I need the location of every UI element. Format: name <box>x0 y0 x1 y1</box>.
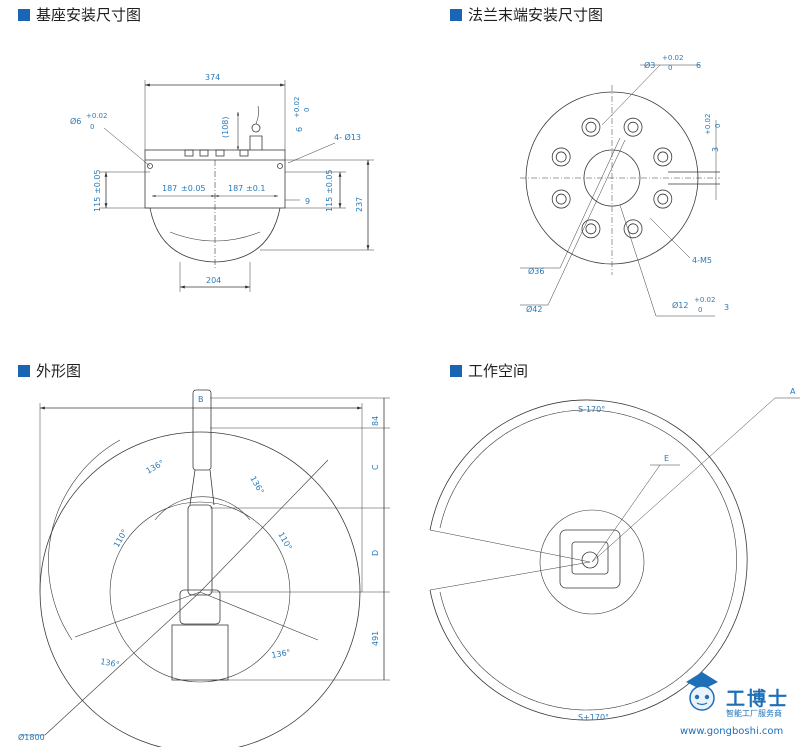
bolt-hole-inner <box>555 151 567 163</box>
dim-l115-tol: ±0.05 <box>93 169 102 194</box>
bolt-hole-inner <box>555 193 567 205</box>
bolt-hole-inner <box>627 121 639 133</box>
dim-d1800: Ø1800 <box>18 732 45 742</box>
bolt-hole-inner <box>657 151 669 163</box>
dim-491: 491 <box>371 631 380 646</box>
workspace-drawing <box>429 397 800 721</box>
dim-d12-tol-low: 0 <box>698 306 702 314</box>
flange-drawing <box>520 64 720 317</box>
dim-d3-tol-up: +0.02 <box>662 54 683 62</box>
angle-136-d: 136° <box>271 648 292 660</box>
bolt-hole <box>551 147 571 167</box>
dim-204: 204 <box>206 276 221 285</box>
bolt-hole <box>581 117 601 137</box>
outline-drawing <box>20 389 390 747</box>
angle-136-a: 136° <box>145 458 166 475</box>
bolt-hole <box>653 147 673 167</box>
dim-r115-tol: ±0.05 <box>325 169 334 194</box>
dim-b: B <box>198 395 204 404</box>
dim-a187-tol: ±0.05 <box>181 184 206 193</box>
section-header-outline: 外形图 <box>18 360 81 381</box>
section-title-flange: 法兰末端安装尺寸图 <box>468 6 604 24</box>
dim-l115: 115 <box>93 197 102 212</box>
section-header-flange: 法兰末端安装尺寸图 <box>450 4 603 25</box>
dim-a187: 187 <box>162 184 177 193</box>
dim-d6-tol-low: 0 <box>90 123 94 131</box>
header-square-icon <box>450 364 462 377</box>
dim-d42: Ø42 <box>526 304 542 314</box>
dim-d36: Ø36 <box>528 266 544 276</box>
dim-108: (108) <box>221 116 230 138</box>
section-header-base: 基座安装尺寸图 <box>18 4 141 25</box>
dim-d12-depth: 3 <box>724 303 729 312</box>
label-a: A <box>790 387 796 396</box>
bolt-hole <box>653 189 673 209</box>
dim-b187: 187 <box>228 184 243 193</box>
brand-watermark: 工博士 智能工厂服务商 www.gongboshi.com <box>680 668 808 746</box>
label-s-plus: S+170° <box>578 713 609 722</box>
dim-d3-tol-low: 0 <box>668 64 672 72</box>
bolt-hole <box>581 219 601 239</box>
dim-d12-tol-up: +0.02 <box>694 296 715 304</box>
bolt-hole <box>551 189 571 209</box>
dim-d3: Ø3 <box>644 60 655 70</box>
brand-mascot-icon <box>686 672 718 711</box>
bolt-hole <box>623 219 643 239</box>
angle-136-b: 136° <box>248 475 265 496</box>
dim-m5: 4-M5 <box>692 256 712 265</box>
dim-holes: 4- Ø13 <box>334 132 361 142</box>
bolt-hole <box>623 117 643 137</box>
header-square-icon <box>18 364 30 377</box>
dim-c: C <box>371 464 380 470</box>
dim-374: 374 <box>205 73 220 82</box>
section-title-base: 基座安装尺寸图 <box>36 6 142 24</box>
dim-v3-tol-up: +0.02 <box>704 114 712 135</box>
dim-v3: 3 <box>711 147 720 152</box>
dim-d12: Ø12 <box>672 300 688 310</box>
angle-136-c: 136° <box>100 657 121 669</box>
base-mounting-drawing <box>100 80 374 292</box>
dim-9: 9 <box>305 197 310 206</box>
bolt-hole-inner <box>657 193 669 205</box>
bolt-hole-inner <box>627 223 639 235</box>
dim-d6: Ø6 <box>70 116 81 126</box>
label-e: E <box>664 454 669 463</box>
brand-name: 工博士 <box>726 688 790 710</box>
bolt-hole-inner <box>585 121 597 133</box>
dim-237: 237 <box>355 197 364 212</box>
section-header-workspace: 工作空间 <box>450 360 528 381</box>
dim-d: D <box>371 550 380 556</box>
dim-v6: 6 <box>295 127 304 132</box>
dim-b187-tol: ±0.1 <box>246 184 265 193</box>
section-title-workspace: 工作空间 <box>468 362 529 380</box>
dim-v6-tol-up: +0.02 <box>293 97 301 118</box>
dim-84: 84 <box>371 416 380 426</box>
dim-v6-tol-low: 0 <box>303 108 311 112</box>
dim-d3-depth: 6 <box>696 61 701 70</box>
angle-110-a: 110° <box>112 528 129 549</box>
brand-subtitle: 智能工厂服务商 <box>726 709 782 718</box>
dim-r115: 115 <box>325 197 334 212</box>
brand-url: www.gongboshi.com <box>680 726 784 737</box>
bolt-hole-inner <box>585 223 597 235</box>
header-square-icon <box>450 8 462 21</box>
label-s-minus: S-170° <box>578 405 605 414</box>
dim-v3-tol-low: 0 <box>714 124 722 128</box>
section-title-outline: 外形图 <box>36 362 82 380</box>
dim-d6-tol-up: +0.02 <box>86 112 107 120</box>
header-square-icon <box>18 8 30 21</box>
